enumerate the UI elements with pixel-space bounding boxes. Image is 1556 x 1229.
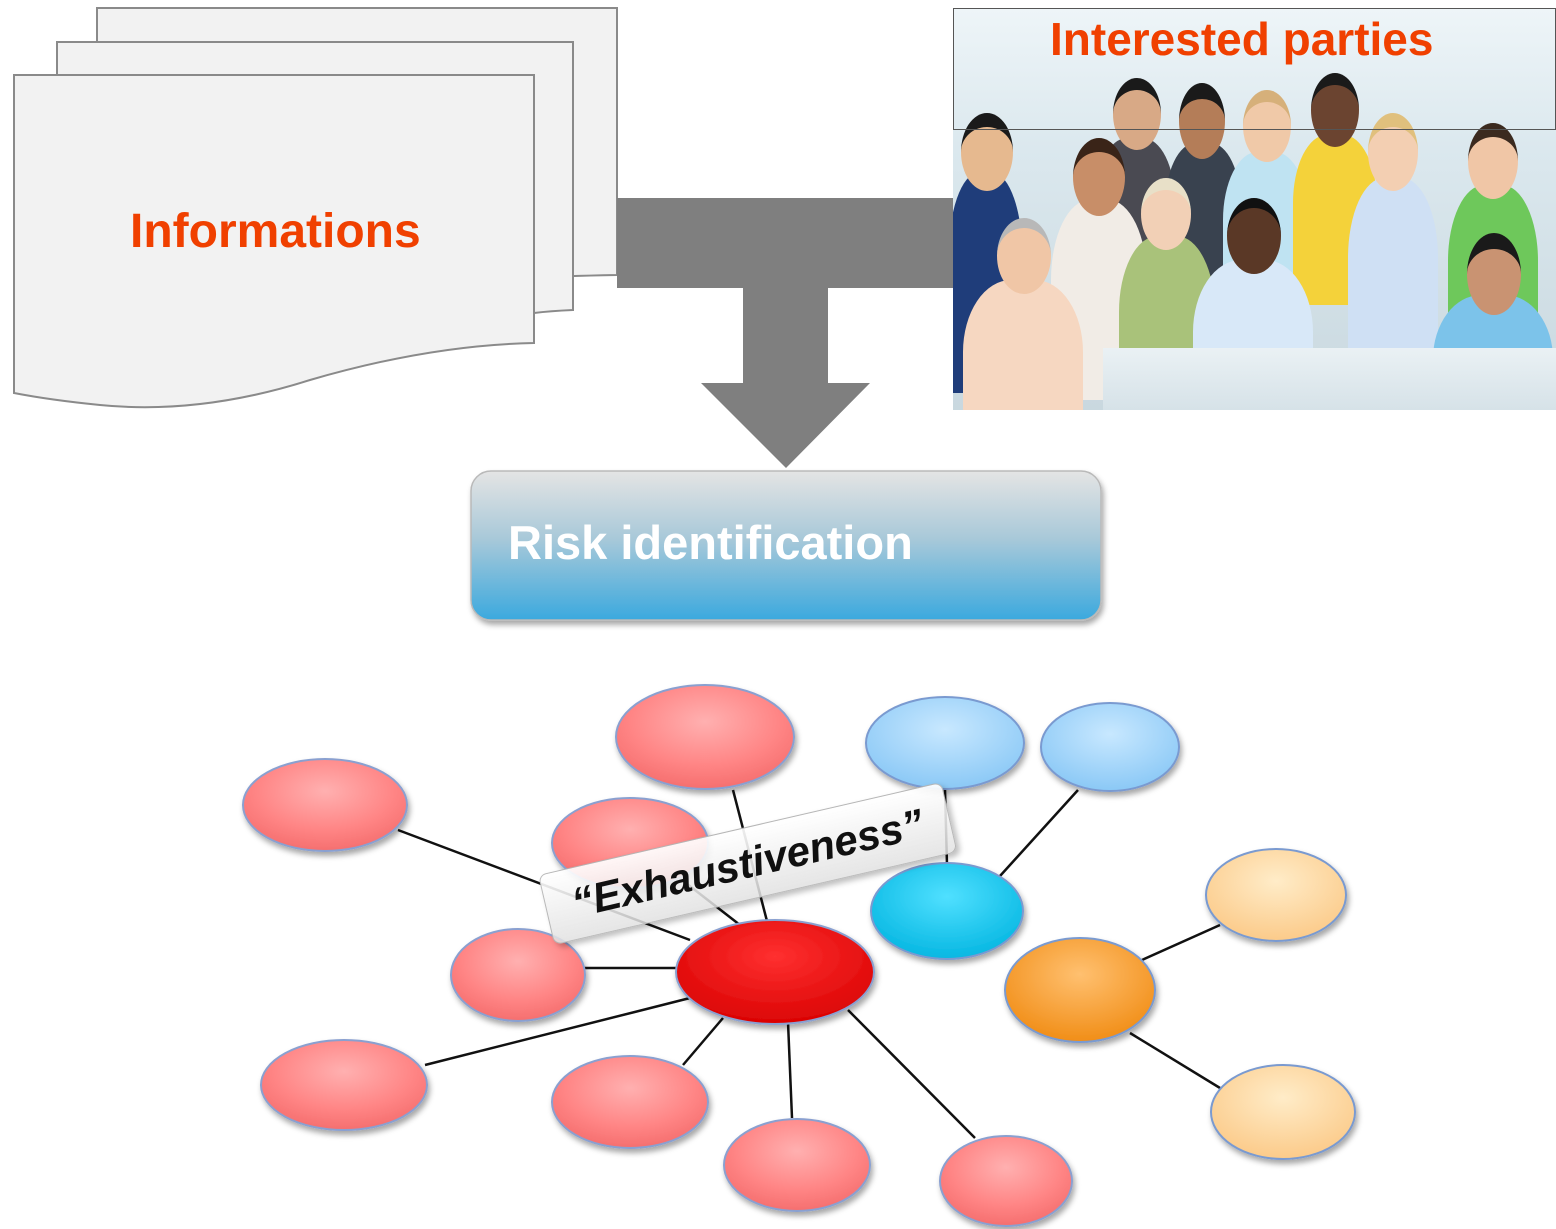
mindmap-nodes: [242, 684, 1356, 1227]
connector-line: [1141, 923, 1221, 962]
connector-line: [999, 789, 1079, 877]
risk-node[interactable]: [242, 758, 408, 852]
central-risk-node[interactable]: [675, 919, 875, 1025]
interested-parties-label: Interested parties: [1050, 13, 1434, 65]
risk-node[interactable]: [723, 1118, 871, 1212]
blue-node[interactable]: [1040, 702, 1180, 792]
connector-line: [786, 1021, 794, 1119]
orange-node[interactable]: [1004, 937, 1156, 1043]
informations-label: Informations: [130, 205, 421, 258]
blue-node[interactable]: [865, 696, 1025, 790]
peach-node[interactable]: [1205, 848, 1347, 942]
connector-line: [424, 996, 691, 1067]
peach-node[interactable]: [1210, 1064, 1356, 1160]
document-stack: [13, 7, 618, 409]
risk-node[interactable]: [260, 1039, 428, 1131]
connector-line: [1129, 1031, 1221, 1090]
risk-identification-box[interactable]: [470, 470, 1102, 621]
merge-arrow: [617, 198, 953, 468]
risk-node[interactable]: [939, 1135, 1073, 1227]
risk-identification-label: Risk identification: [508, 516, 913, 569]
connector-line: [682, 1017, 724, 1066]
table-surface: [1103, 348, 1556, 410]
risk-node[interactable]: [551, 1055, 709, 1149]
connector-line: [847, 1009, 976, 1139]
interested-parties-photo: [953, 8, 1556, 410]
cyan-node[interactable]: [870, 862, 1024, 960]
document-front: [13, 74, 535, 409]
risk-node[interactable]: [450, 928, 586, 1022]
risk-node[interactable]: [615, 684, 795, 790]
